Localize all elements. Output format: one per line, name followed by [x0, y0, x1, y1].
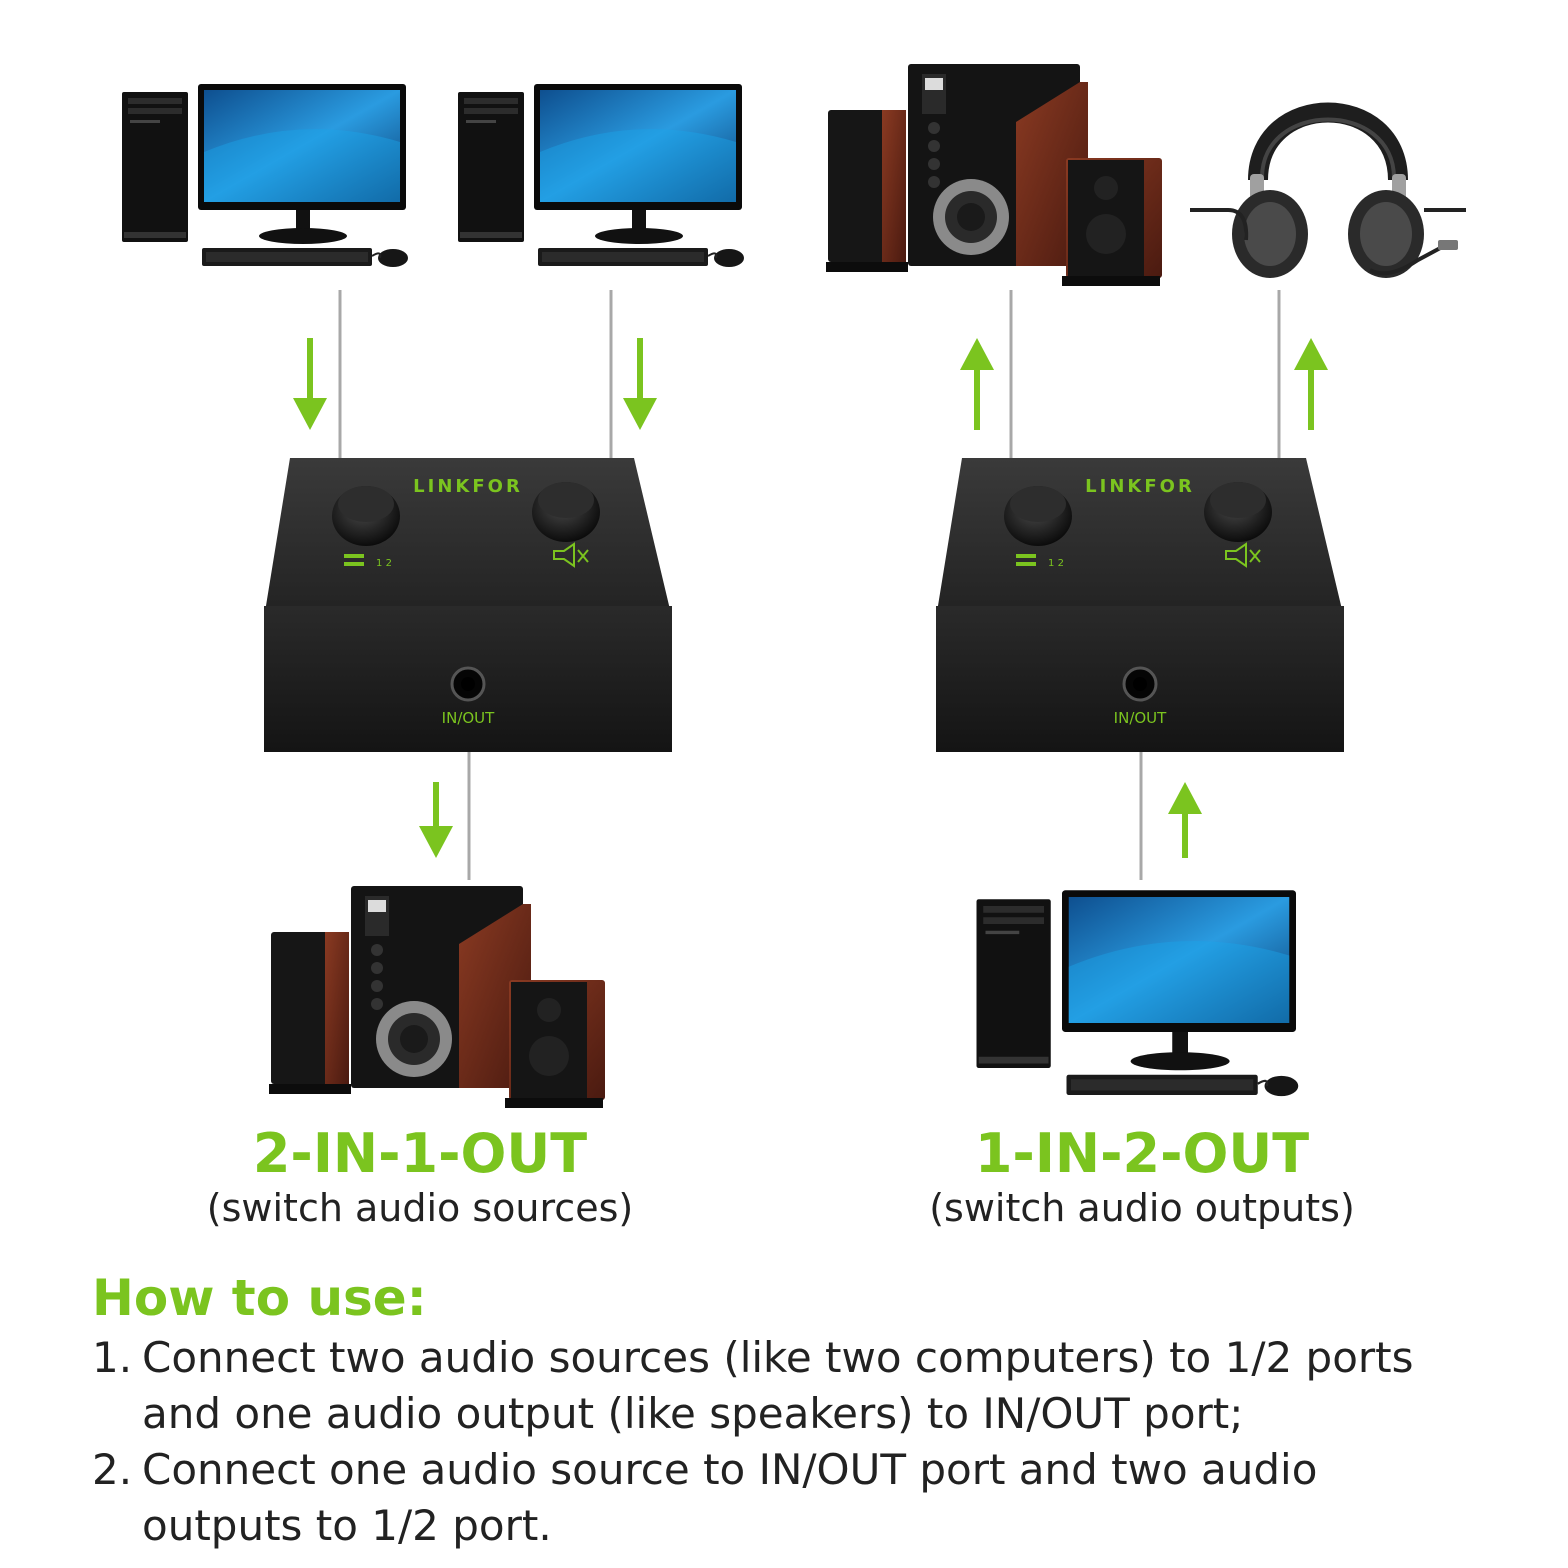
step-text-line: Connect two audio sources (like two comp… — [142, 1333, 1414, 1382]
howto-step-2: 2.Connect one audio source to IN/OUT por… — [92, 1442, 1532, 1554]
mode-title-1in2out: 1-IN-2-OUT — [974, 1122, 1310, 1185]
switch-labels: LINKFOR IN/OUT 1 2 LINKFOR IN/OUT 1 2 — [376, 476, 1195, 727]
arrow-icon-up — [960, 338, 994, 430]
switch-brand-label: LINKFOR — [1085, 476, 1195, 497]
step-text-line: and one audio output (like speakers) to … — [142, 1389, 1244, 1438]
desktop-computer-icon — [457, 83, 745, 268]
arrow-icon-down — [419, 782, 453, 858]
desktop-computer-icon — [975, 889, 1300, 1098]
dial-port-label: 1 2 — [376, 558, 392, 569]
flow-arrows — [293, 338, 1328, 858]
headphones-icon — [1190, 113, 1466, 279]
step-number: 2. — [92, 1445, 133, 1494]
audio-switch-box — [936, 456, 1346, 754]
switch-brand-label: LINKFOR — [413, 476, 523, 497]
speaker-system-icon — [826, 64, 1162, 286]
mode-title-2in1out: 2-IN-1-OUT — [252, 1122, 588, 1185]
mode-subtitle-1in2out: (switch audio outputs) — [929, 1186, 1355, 1230]
arrow-icon-up — [1294, 338, 1328, 430]
step-number: 1. — [92, 1333, 133, 1382]
switch-port-label: IN/OUT — [442, 709, 495, 727]
desktop-computer-icon — [121, 83, 409, 268]
mode-subtitle-2in1out: (switch audio sources) — [206, 1186, 634, 1230]
switch-port-label: IN/OUT — [1114, 709, 1167, 727]
arrow-icon-up — [1168, 782, 1202, 858]
device-layer — [121, 64, 1466, 1108]
arrow-icon-down — [293, 338, 327, 430]
audio-switch-box — [264, 456, 674, 754]
speaker-system-icon — [269, 886, 605, 1108]
dial-port-label: 1 2 — [1048, 558, 1064, 569]
howto-step-1: 1.Connect two audio sources (like two co… — [92, 1330, 1532, 1442]
arrow-icon-down — [623, 338, 657, 430]
step-text-line: outputs to 1/2 port. — [142, 1501, 552, 1550]
step-text-line: Connect one audio source to IN/OUT port … — [142, 1445, 1318, 1494]
how-to-use-heading: How to use: — [92, 1269, 427, 1327]
